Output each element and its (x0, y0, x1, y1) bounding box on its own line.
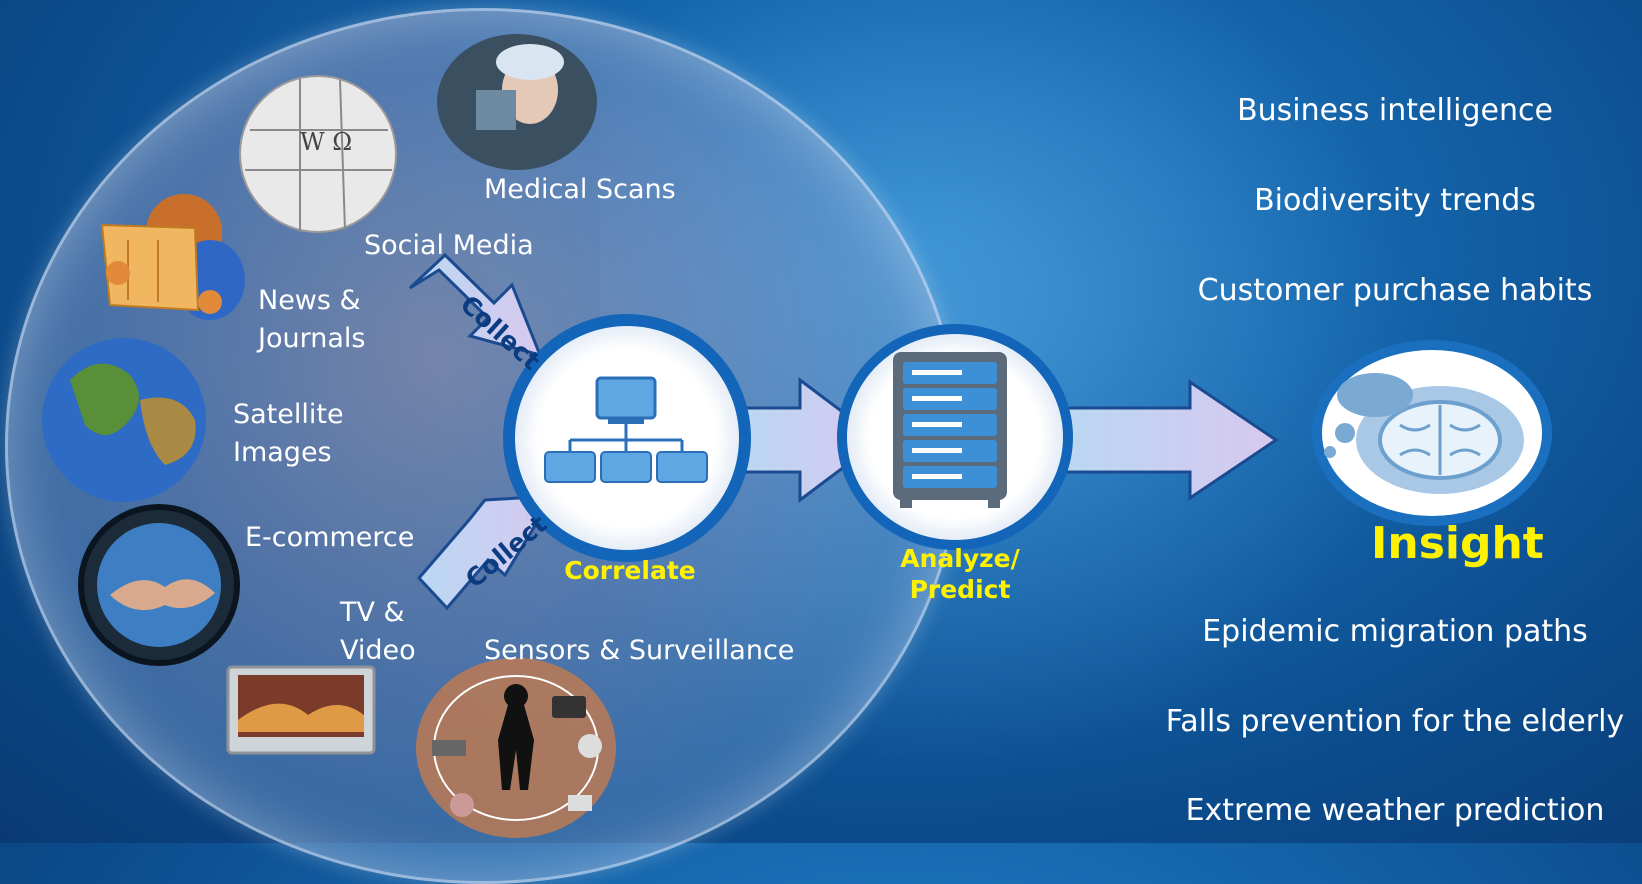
arrow-correlate-analyze (738, 377, 883, 503)
outcome-falls-prevention: Falls prevention for the elderly (1165, 704, 1625, 739)
label-ecommerce: E-commerce (245, 522, 415, 553)
analyze-predict-label: Analyze/ Predict (900, 544, 1020, 604)
insight-label: Insight (1371, 518, 1544, 569)
flow-graphics: W Ω (42, 34, 1552, 838)
correlate-label: Correlate (564, 556, 696, 585)
label-social-media: Social Media (364, 230, 534, 261)
server-rack-icon (893, 352, 1007, 508)
outcome-biodiversity-trends: Biodiversity trends (1254, 183, 1536, 218)
hierarchy-icon (544, 376, 708, 483)
television-icon (226, 665, 376, 755)
earth-icon (42, 338, 206, 502)
newspaper-reader-icon (100, 194, 245, 320)
label-news-journals: News & Journals (258, 285, 366, 354)
handshake-icon (78, 504, 240, 666)
arrow-analyze-insight (1058, 379, 1279, 501)
sensor-network-icon (416, 658, 616, 838)
label-medical-scans: Medical Scans (484, 174, 676, 205)
doctor-icon (437, 34, 597, 170)
svg-text:W Ω: W Ω (300, 128, 352, 156)
label-tv-video: TV & Video (340, 597, 416, 666)
label-sensors: Sensors & Surveillance (484, 635, 795, 666)
outcome-epidemic-migration-paths: Epidemic migration paths (1202, 614, 1588, 649)
globe-puzzle-icon: W Ω (239, 75, 397, 233)
outcome-extreme-weather: Extreme weather prediction (1185, 793, 1605, 828)
outcome-customer-purchase-habits: Customer purchase habits (1197, 273, 1593, 308)
brain-icon (1324, 373, 1524, 494)
label-satellite-images: Satellite Images (233, 399, 344, 468)
collect-arrow-bottom (416, 494, 556, 611)
outcome-business-intelligence: Business intelligence (1237, 93, 1553, 128)
